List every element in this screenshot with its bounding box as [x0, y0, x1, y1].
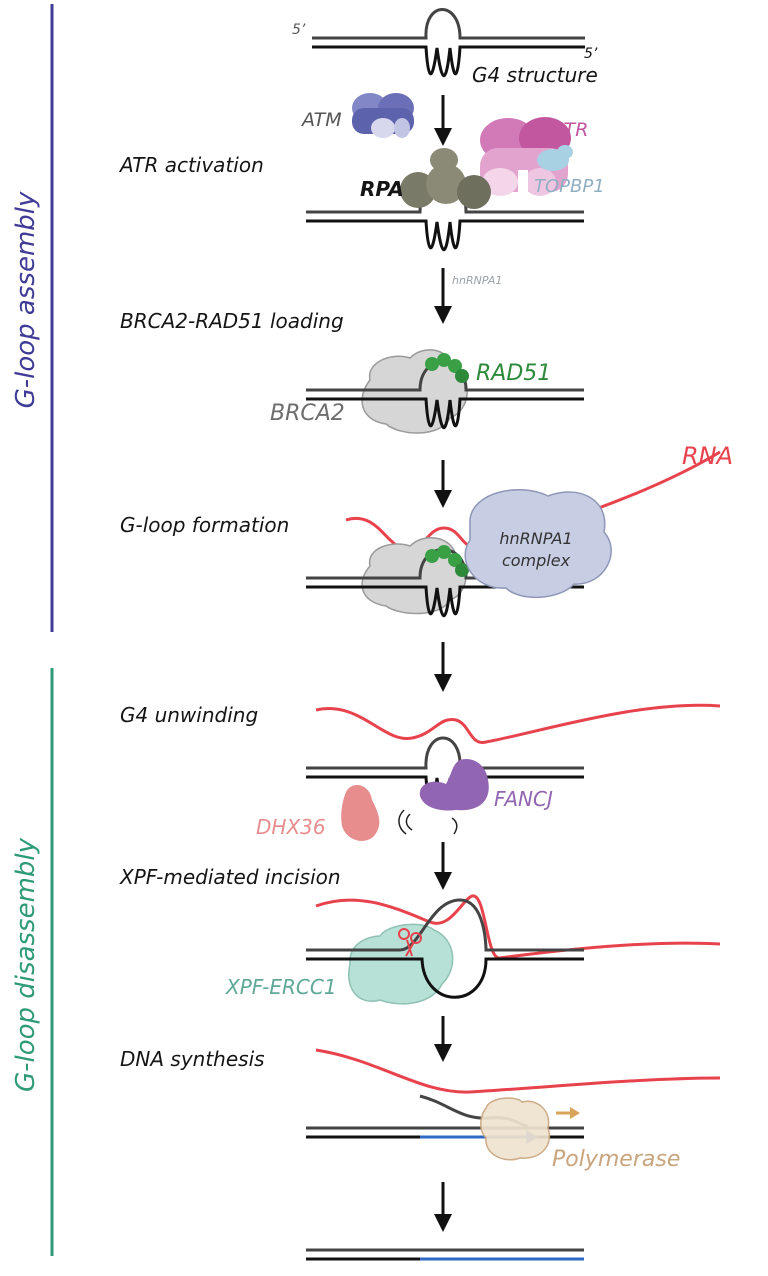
polymerase-protein — [480, 1097, 551, 1161]
arrow-2 — [434, 268, 452, 324]
arrow-3 — [434, 460, 452, 508]
five-prime-right-label: 5’ — [584, 46, 598, 62]
brca2-label: BRCA2 — [270, 401, 345, 426]
hnrnpa1-complex-protein — [464, 489, 612, 598]
xpf-ercc1-label: XPF-ERCC1 — [225, 975, 337, 999]
xpf-ercc1-protein — [348, 923, 454, 1005]
polymerase-label: Polymerase — [552, 1147, 680, 1172]
arrow-5 — [434, 842, 452, 890]
scissors-icon — [398, 928, 422, 957]
assembly-section-label: G-loop assembly — [11, 191, 41, 408]
hnrnpa1-complex-label-line2: complex — [502, 551, 571, 570]
brca2-protein — [361, 349, 468, 434]
arrow-6 — [434, 1016, 452, 1062]
atm-protein — [352, 93, 414, 138]
step-xpf-incision: XPF-mediated incision — [119, 865, 341, 889]
xpf-incision-stage — [306, 894, 721, 1005]
step-gloop-formation: G-loop formation — [120, 513, 289, 537]
direction-arrow-icon — [556, 1107, 580, 1119]
step-atr-activation: ATR activation — [118, 153, 264, 177]
arrow-7 — [434, 1182, 452, 1232]
gloop-formation-stage — [306, 450, 721, 617]
hnrnpa1-complex-label-line1: hnRNPA1 — [499, 529, 572, 548]
hnrnpa1-small-label: hnRNPA1 — [452, 274, 502, 287]
fancj-protein — [419, 758, 489, 811]
fancj-label: FANCJ — [494, 787, 553, 811]
brca2-loading-stage — [306, 349, 584, 434]
dhx36-label: DHX36 — [256, 815, 326, 839]
rna-label: RNA — [682, 442, 733, 470]
g4-structure-stage: 5’ 5’ G4 structure — [292, 8, 598, 87]
dna-synthesis-stage — [306, 1048, 721, 1161]
g4-unwinding-stage — [306, 703, 721, 841]
g4-structure-label: G4 structure — [472, 63, 598, 87]
rad51-protein — [425, 353, 469, 383]
atr-activation-stage: ATM ATR TOPBP1 RPA — [300, 93, 605, 251]
atr-label: ATR — [550, 119, 588, 141]
final-dna-product — [306, 1248, 584, 1261]
rpa-label: RPA — [360, 177, 404, 201]
rad51-label: RAD51 — [476, 361, 551, 386]
disassembly-section-label: G-loop disassembly — [11, 837, 41, 1092]
dhx36-protein — [341, 785, 380, 841]
five-prime-top-label: 5’ — [292, 22, 306, 38]
step-dna-synthesis: DNA synthesis — [120, 1047, 265, 1071]
topbp1-protein — [537, 145, 573, 171]
topbp1-label: TOPBP1 — [534, 176, 605, 197]
arrow-4 — [434, 642, 452, 692]
rpa-protein — [400, 148, 491, 209]
step-g4-unwinding: G4 unwinding — [120, 703, 258, 727]
step-brca2-loading: BRCA2-RAD51 loading — [120, 309, 344, 333]
arrow-1 — [434, 95, 452, 146]
atm-label: ATM — [300, 109, 342, 131]
